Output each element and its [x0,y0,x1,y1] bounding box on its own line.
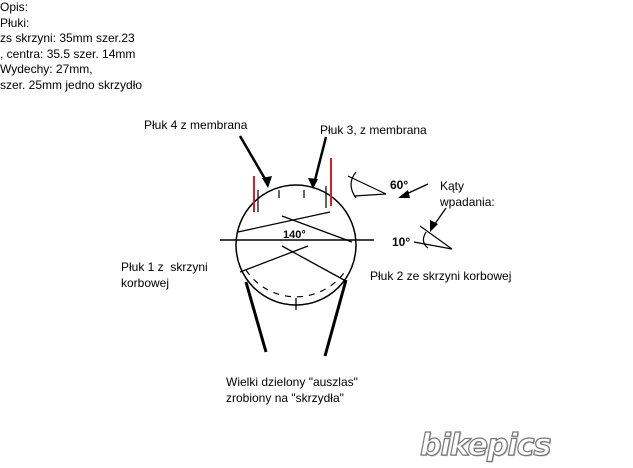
description-block: Opis: Płuki: zs skrzyni: 35mm szer.23 , … [0,0,633,93]
description-line: , centra: 35.5 szer. 14mm [0,46,136,61]
description-line: szer. 25mm jedno skrzydło [0,77,143,92]
transfer-line-2 [281,245,345,281]
arrow-port3 [312,136,328,185]
label-exhaust-line1: Wielki dzielony "auszlas" [226,375,358,389]
label-angle-140: 140° [283,229,306,241]
label-port4: Płuk 4 z membrana [144,118,248,132]
description-line: Opis: [0,0,29,14]
angle-line-b [281,215,353,243]
angle-line-a [237,211,331,233]
exhaust-wing-right [323,279,348,357]
label-angles-title-1: Kąty [440,179,465,193]
description-line: zs skrzyni: 35mm szer.23 [0,31,135,45]
description-line: Wydechy: 27mm, [0,62,93,76]
label-angles-title-2: wpadania: [440,195,495,209]
label-port1-line2: korbowej [121,276,170,290]
label-port1-line1: Płuk 1 z skrzyni [121,260,208,274]
label-port3: Płuk 3, z membrana [320,123,427,137]
bikepics-logo: bikepics [419,427,552,463]
transfer-line-1 [239,245,309,273]
label-angle-60: 60° [390,178,409,192]
angle-60-glyph [347,175,387,195]
label-exhaust-line2: zrobiony na "skrzydła" [226,391,344,405]
angle-10-glyph [413,241,453,250]
description-line: Płuki: [0,15,30,30]
arrow-port4 [238,135,270,185]
label-port2: Płuk 2 ze skrzyni korbowej [370,269,512,283]
label-angle-10: 10° [392,235,411,249]
exhaust-wing-left [244,281,268,353]
